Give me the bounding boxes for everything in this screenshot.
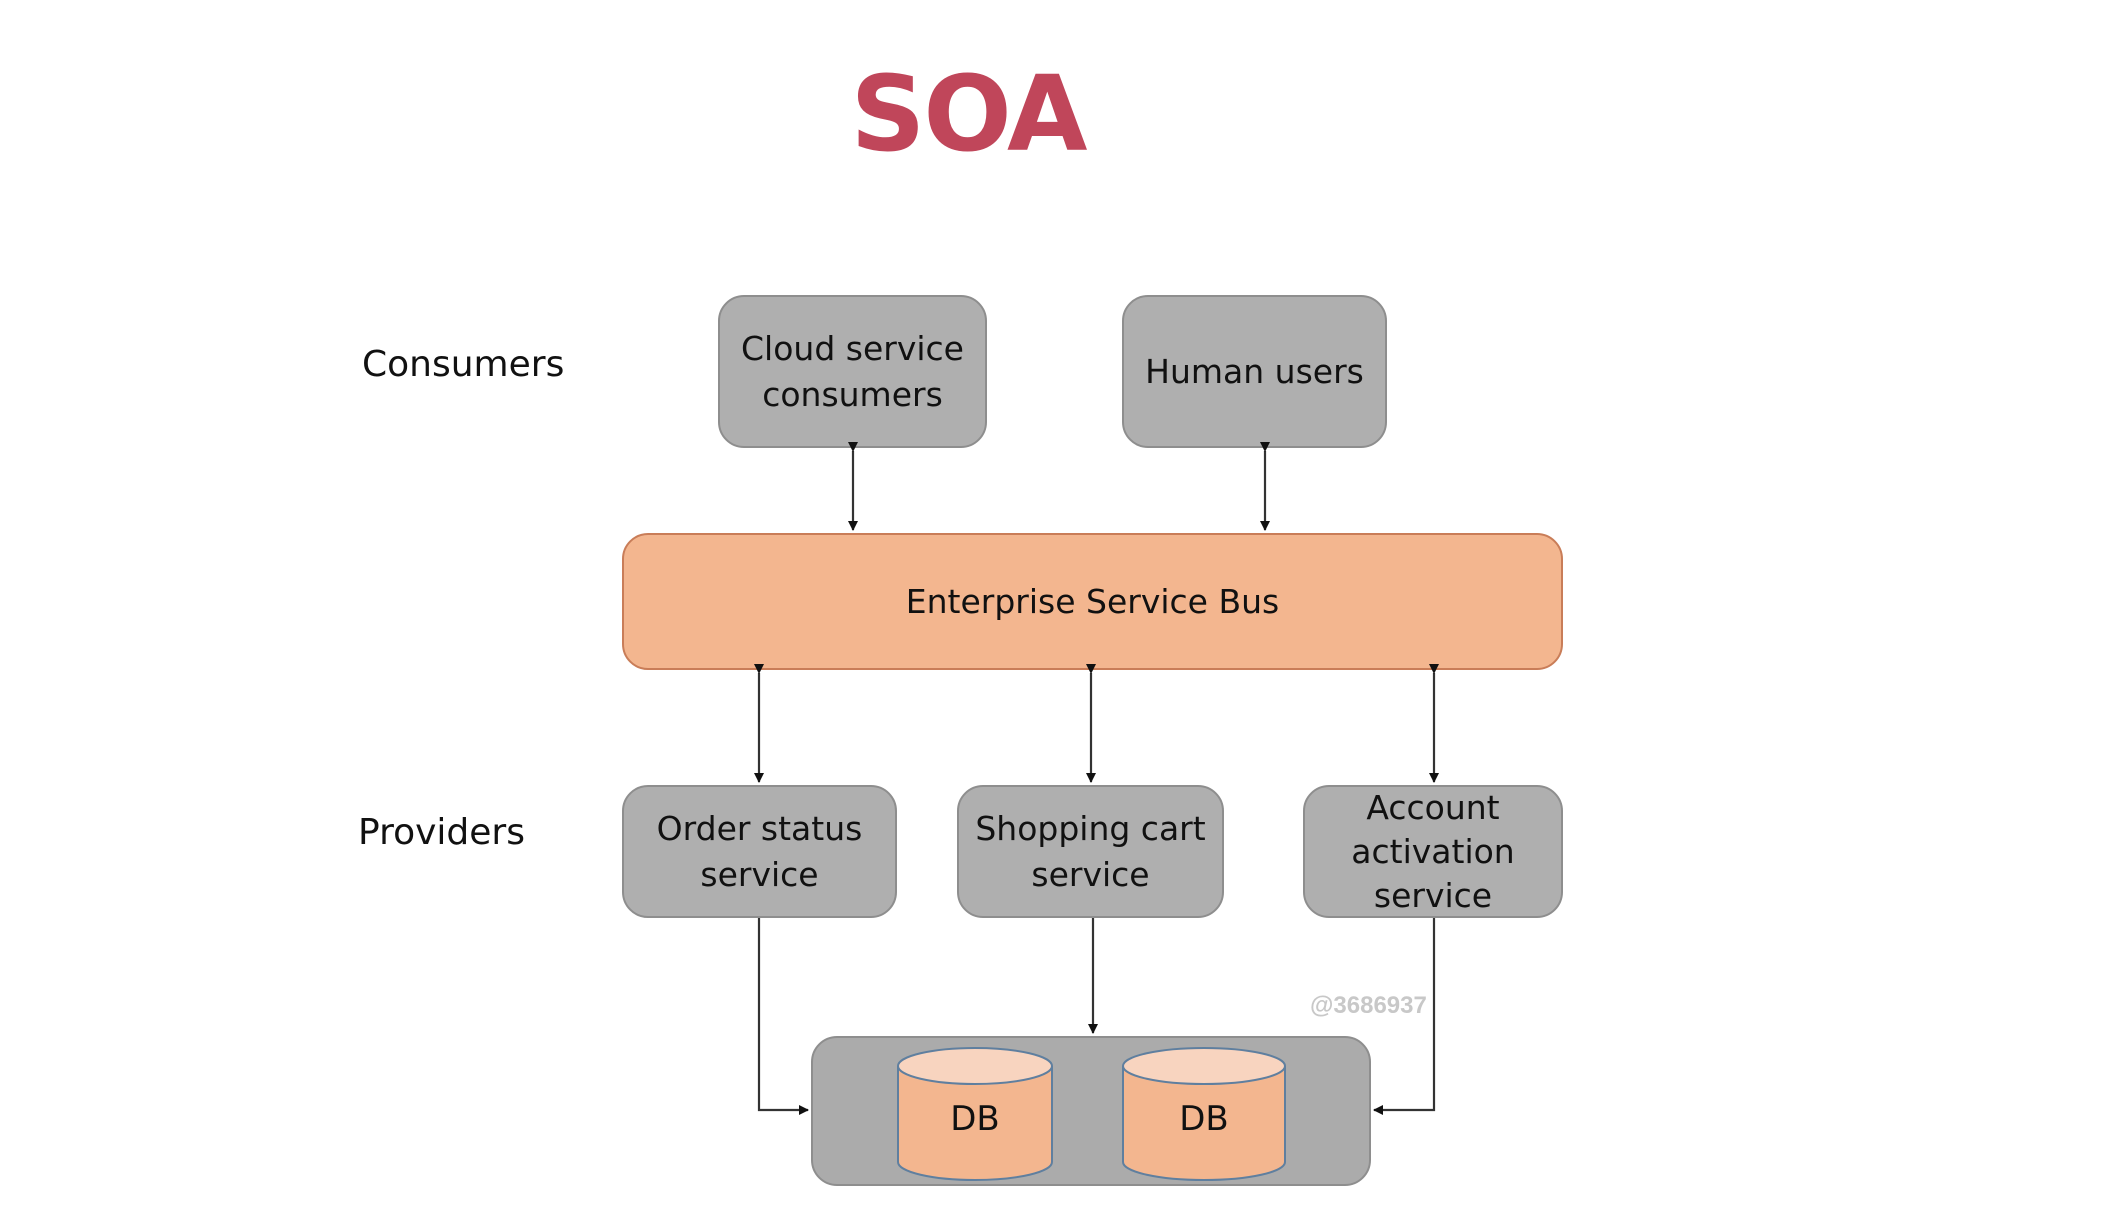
db-label-2: DB [1179, 1099, 1229, 1139]
cloud-service-consumers-node: Cloud service consumers [718, 295, 987, 448]
watermark-text: @3686937 [1310, 992, 1427, 1019]
arrow-account-to-db [1373, 918, 1436, 1115]
shopping-cart-service-node: Shopping cart service [957, 785, 1224, 918]
account-activation-service-node: Account activation service [1303, 785, 1563, 918]
database-cylinder-1: DB [897, 1047, 1053, 1181]
human-users-node: Human users [1122, 295, 1387, 448]
arrow-order-to-db [757, 918, 809, 1115]
enterprise-service-bus-node: Enterprise Service Bus [622, 533, 1563, 670]
consumers-row-label: Consumers [362, 344, 565, 385]
diagram-title: SOA [850, 53, 1087, 175]
order-status-service-node: Order status service [622, 785, 897, 918]
db-label-1: DB [950, 1099, 1000, 1139]
providers-row-label: Providers [358, 812, 525, 853]
database-cylinder-2: DB [1122, 1047, 1286, 1181]
